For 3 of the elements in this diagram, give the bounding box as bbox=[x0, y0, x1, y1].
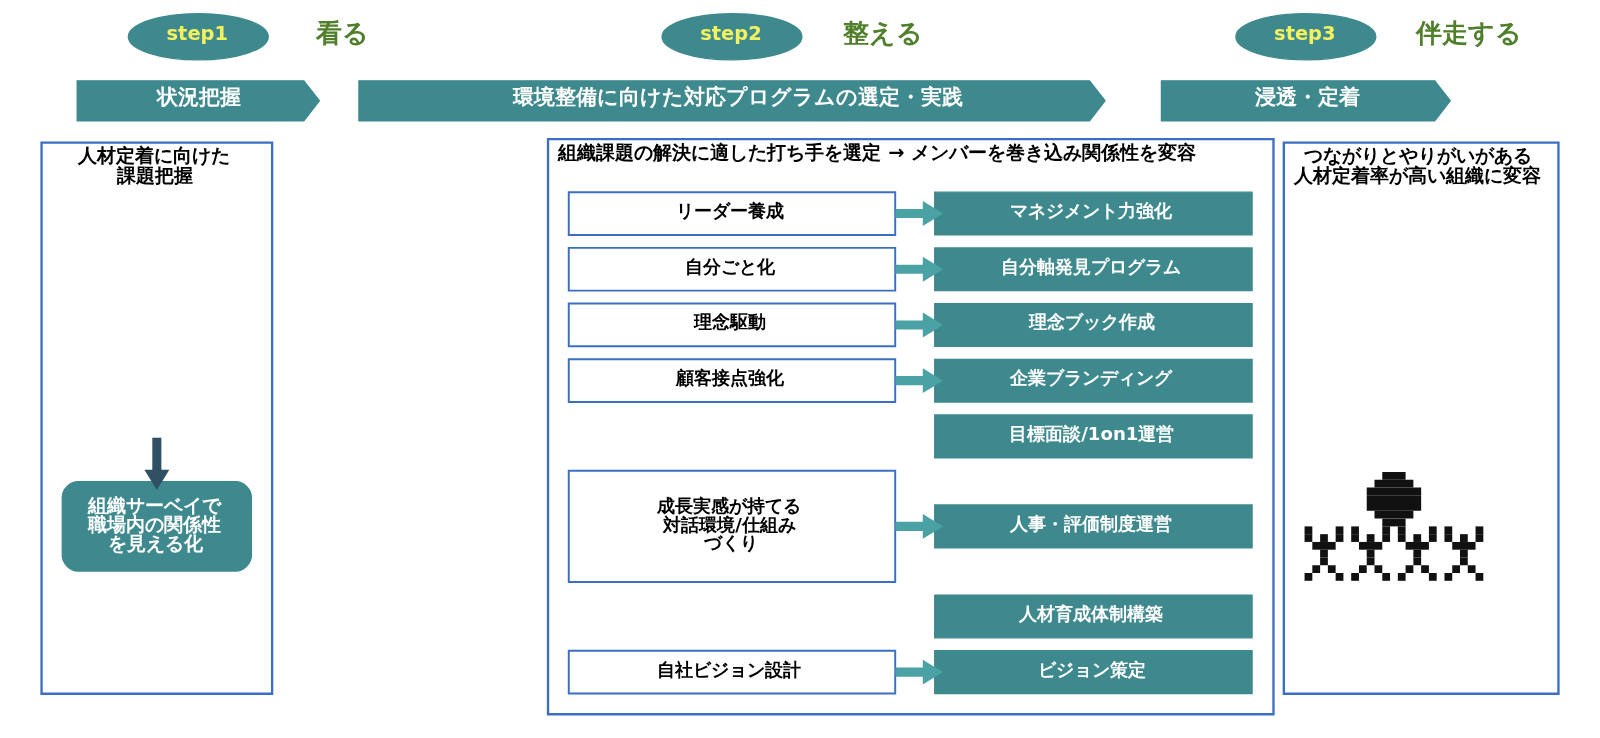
node-label: 伴走する bbox=[1415, 17, 1522, 48]
node-label: 整える bbox=[842, 17, 923, 48]
node-label: 看る bbox=[315, 17, 369, 48]
